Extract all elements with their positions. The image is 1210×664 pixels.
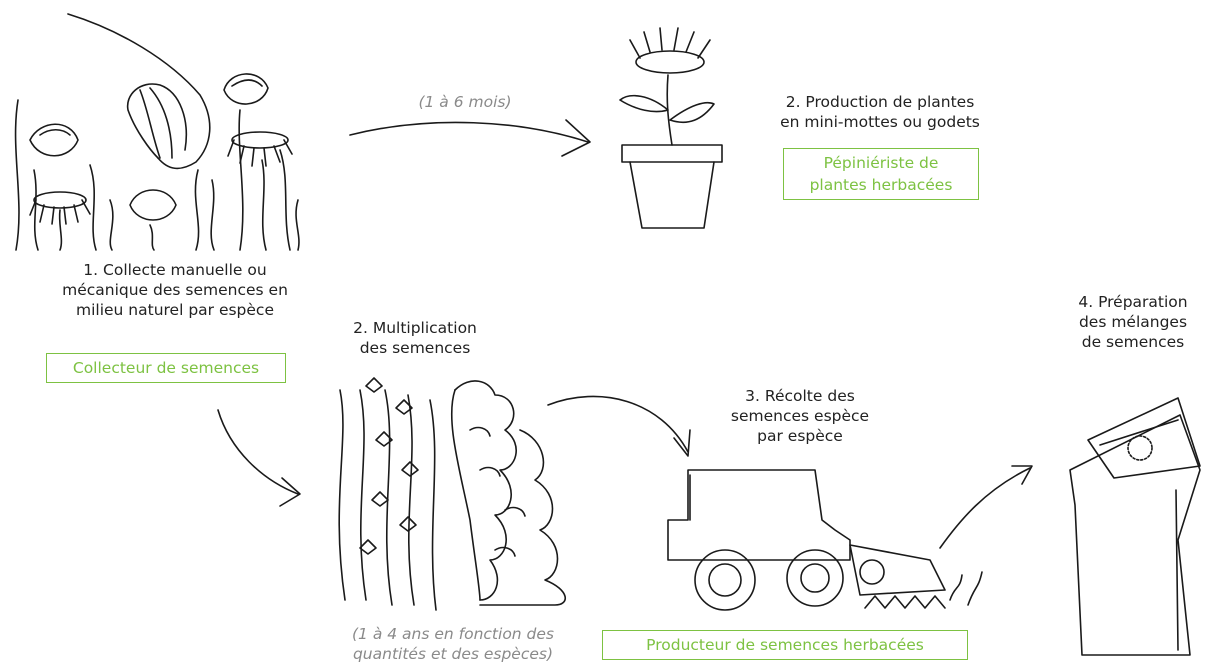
nursery-duration: (1 à 6 mois) xyxy=(418,93,512,111)
nursery-step-label: 2. Production de plantes en mini-mottes … xyxy=(730,92,1030,132)
mixing-label-line: de semences xyxy=(1081,333,1185,351)
mixing-label-line: 4. Préparation xyxy=(1078,293,1188,311)
harvest-label-line: semences espèce xyxy=(730,407,870,425)
arrow-collect-to-multiplication xyxy=(217,409,301,507)
multiplication-label-line: des semences xyxy=(359,339,471,357)
multiplication-duration-line: (1 à 4 ans en fonction des xyxy=(351,625,554,643)
multiplication-step-label: 2. Multiplication des semences xyxy=(330,318,500,358)
harvest-step-label: 3. Récolte des semences espèce par espèc… xyxy=(700,386,900,446)
harvest-label-line: par espèce xyxy=(757,427,843,445)
collect-label-line: milieu naturel par espèce xyxy=(75,301,274,319)
wild-meadow-illustration xyxy=(14,13,300,251)
multiplication-duration-line: quantités et des espèces) xyxy=(352,645,554,663)
mixing-label-line: des mélanges xyxy=(1078,313,1188,331)
harvest-label-line: 3. Récolte des xyxy=(745,387,855,405)
multiplication-label-line: 2. Multiplication xyxy=(353,319,477,337)
arrow-harvest-to-mixing xyxy=(939,465,1033,549)
harvester-illustration xyxy=(667,469,983,611)
collect-step-label: 1. Collecte manuelle ou mécanique des se… xyxy=(20,260,330,320)
nursery-label-line: en mini-mottes ou godets xyxy=(780,113,980,131)
nursery-role-line: plantes herbacées xyxy=(809,176,953,194)
harvest-role-badge: Producteur de semences herbacées xyxy=(602,630,968,660)
arrow-multiplication-to-harvest xyxy=(547,395,691,457)
collect-label-line: 1. Collecte manuelle ou xyxy=(83,261,267,279)
nursery-label-line: 2. Production de plantes xyxy=(785,93,975,111)
collect-role-badge: Collecteur de semences xyxy=(46,353,286,383)
seed-bag-illustration xyxy=(1069,397,1201,656)
mixing-step-label: 4. Préparation des mélanges de semences xyxy=(1058,292,1208,352)
arrow-collect-to-nursery xyxy=(349,119,591,157)
multiplication-duration: (1 à 4 ans en fonction des quantités et … xyxy=(318,624,588,664)
seed-multiplication-field-illustration xyxy=(338,377,566,611)
potted-plant-illustration xyxy=(619,27,723,229)
nursery-role-line: Pépiniériste de xyxy=(823,154,939,172)
nursery-role-badge: Pépiniériste de plantes herbacées xyxy=(783,148,979,200)
collect-label-line: mécanique des semences en xyxy=(62,281,288,299)
